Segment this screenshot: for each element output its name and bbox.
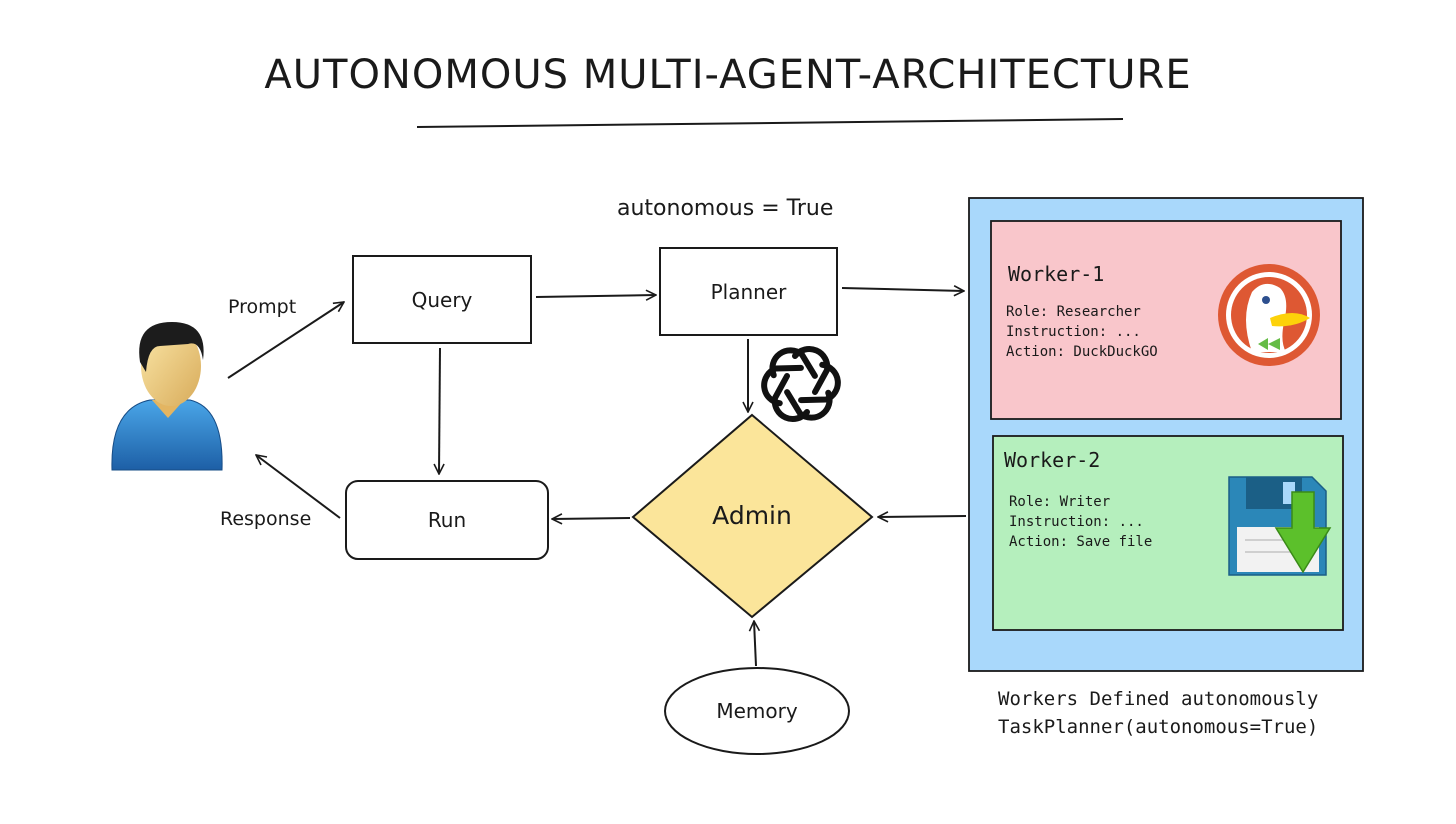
footer-line-2: TaskPlanner(autonomous=True)	[998, 716, 1319, 738]
memory-ellipse	[664, 667, 850, 755]
user-icon	[111, 322, 223, 471]
autonomous-label: autonomous = True	[617, 196, 834, 221]
memory-label: Memory	[716, 699, 798, 723]
worker-1-role: Role: Researcher	[1006, 304, 1141, 320]
arrow-query-to-run	[439, 347, 440, 474]
planner-label: Planner	[710, 279, 787, 304]
worker-1-instruction: Instruction: ...	[1006, 324, 1141, 340]
query-label: Query	[411, 287, 473, 312]
worker-1-name: Worker-1	[1008, 262, 1105, 286]
arrow-user-to-query	[227, 302, 344, 379]
admin-label: Admin	[712, 500, 792, 530]
footer-line-1: Workers Defined autonomously	[998, 688, 1319, 710]
planner-box	[659, 247, 838, 336]
diagram-title: AUTONOMOUS MULTI-AGENT-ARCHITECTURE	[264, 52, 1192, 98]
response-label: Response	[220, 508, 312, 530]
worker-1-action: Action: DuckDuckGO	[1006, 344, 1158, 360]
duckduckgo-icon	[1218, 264, 1320, 366]
worker-2-action: Action: Save file	[1009, 534, 1153, 550]
arrow-workers-to-admin	[878, 516, 967, 517]
arrow-run-to-user	[256, 455, 341, 519]
arrow-admin-to-run	[552, 518, 631, 519]
run-box	[345, 480, 549, 560]
save-file-icon	[1228, 476, 1332, 576]
arrow-query-to-planner	[535, 295, 656, 297]
prompt-label: Prompt	[228, 296, 297, 318]
worker-2-name: Worker-2	[1004, 448, 1101, 472]
title-underline	[416, 118, 1124, 128]
query-box	[352, 255, 532, 344]
arrow-memory-to-admin	[754, 621, 756, 667]
admin-diamond	[631, 413, 874, 619]
openai-icon	[758, 344, 845, 424]
arrow-planner-to-workers	[841, 288, 964, 291]
worker-2-role: Role: Writer	[1009, 494, 1111, 510]
run-label: Run	[427, 508, 467, 532]
worker-2-instruction: Instruction: ...	[1009, 514, 1144, 530]
